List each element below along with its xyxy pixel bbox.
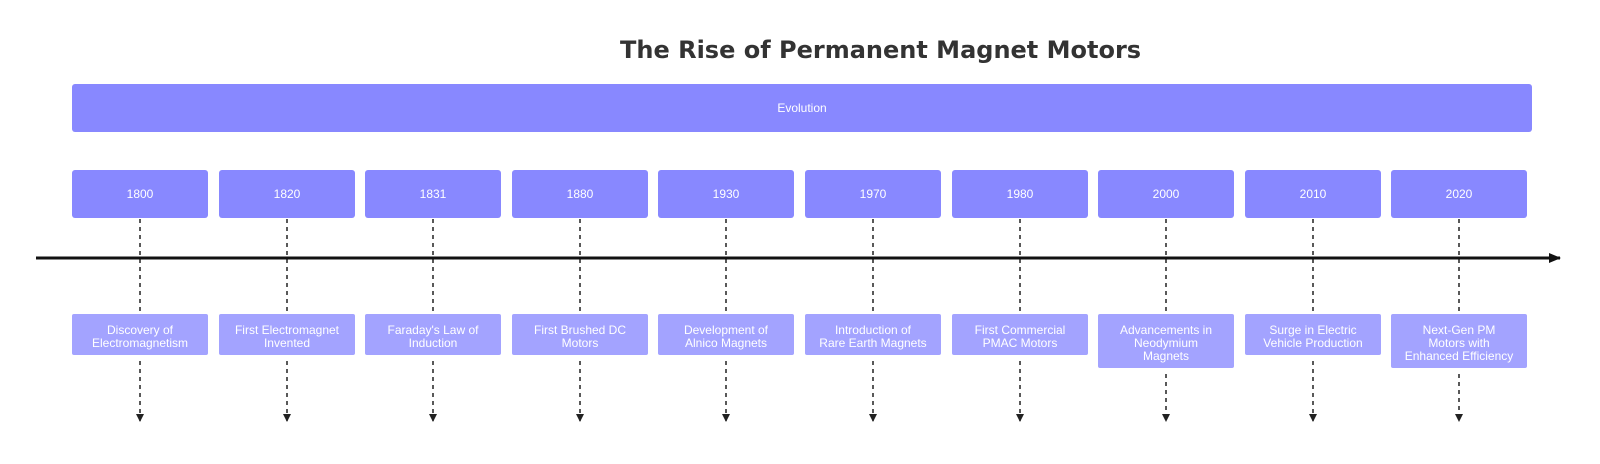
event-text-line: Next-Gen PM: [1422, 323, 1496, 337]
period-year: 2000: [1152, 187, 1180, 201]
event-text-line: First Commercial: [974, 323, 1066, 337]
section-label: Evolution: [777, 101, 827, 115]
event-text-line: Introduction of: [834, 323, 912, 337]
event-text-line: Invented: [263, 336, 311, 350]
section-evolution: Evolution: [72, 84, 1532, 132]
event-text-line: Motors: [561, 336, 599, 350]
event-text-line: Neodymium: [1133, 336, 1199, 350]
event-text-line: First Brushed DC: [533, 323, 627, 337]
period-box-2010: 2010: [1245, 170, 1381, 218]
event-text-line: Advancements in: [1119, 323, 1213, 337]
period-year: 1831: [419, 187, 447, 201]
event-text-line: Surge in Electric: [1269, 323, 1357, 337]
period-box-1880: 1880: [512, 170, 648, 218]
event-text-line: Faraday's Law of: [387, 323, 479, 337]
event-text-line: Discovery of: [106, 323, 174, 337]
event-text-line: Enhanced Efficiency: [1404, 349, 1514, 363]
event-text-line: Induction: [408, 336, 458, 350]
period-year: 1930: [712, 187, 740, 201]
period-box-1930: 1930: [658, 170, 794, 218]
page-title: The Rise of Permanent Magnet Motors: [620, 36, 1142, 64]
event-text-line: Vehicle Production: [1263, 336, 1363, 350]
period-year: 2010: [1299, 187, 1327, 201]
period-box-2020: 2020: [1391, 170, 1527, 218]
period-year: 1800: [126, 187, 154, 201]
period-box-1831: 1831: [365, 170, 501, 218]
period-box-1800: 1800: [72, 170, 208, 218]
event-text-line: PMAC Motors: [982, 336, 1058, 350]
period-box-1970: 1970: [805, 170, 941, 218]
event-text-line: First Electromagnet: [234, 323, 340, 337]
period-year: 2020: [1445, 187, 1473, 201]
period-box-2000: 2000: [1098, 170, 1234, 218]
event-text-line: Electromagnetism: [91, 336, 189, 350]
period-year: 1880: [566, 187, 594, 201]
period-box-1980: 1980: [952, 170, 1088, 218]
event-text-line: Alnico Magnets: [684, 336, 768, 350]
event-text-line: Motors with: [1428, 336, 1490, 350]
period-box-1820: 1820: [219, 170, 355, 218]
period-year: 1970: [859, 187, 887, 201]
period-year: 1820: [273, 187, 301, 201]
period-year: 1980: [1006, 187, 1034, 201]
event-text-line: Magnets: [1142, 349, 1190, 363]
event-text-line: Development of: [683, 323, 769, 337]
event-text-line: Rare Earth Magnets: [819, 336, 927, 350]
